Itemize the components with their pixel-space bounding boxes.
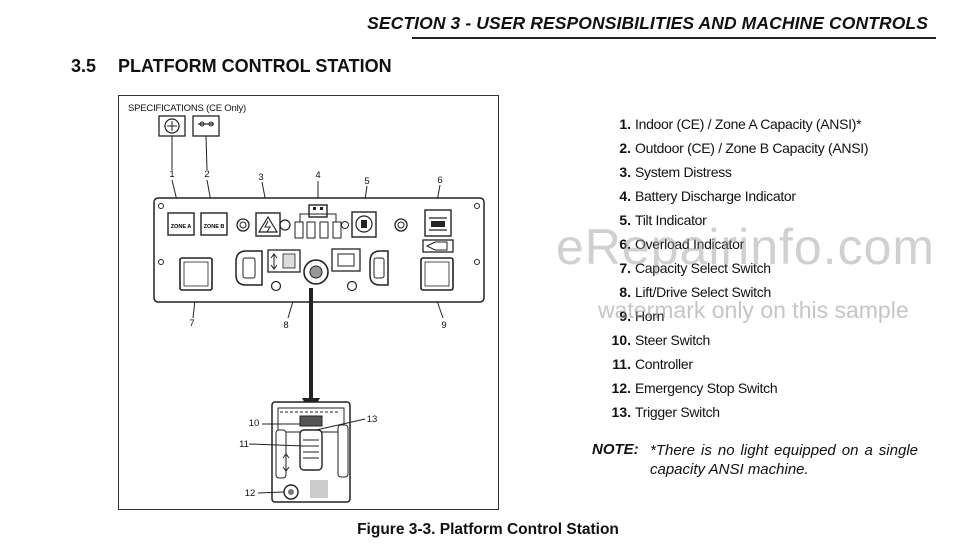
lift-drive-select-area	[235, 248, 389, 292]
zone-a-light: ZONE A	[167, 212, 195, 236]
callout-12: 12	[245, 488, 256, 499]
callout-9: 9	[441, 320, 446, 331]
legend-item: 12.Emergency Stop Switch	[611, 380, 778, 396]
zone-b-text: ZONE B	[204, 224, 225, 230]
callout-11: 11	[239, 439, 249, 450]
legend-item: 11.Controller	[612, 356, 693, 372]
section-header-title: SECTION 3 - USER RESPONSIBILITIES AND MA…	[367, 13, 928, 33]
callout-5: 5	[364, 176, 369, 187]
watermark-sub: watermark only on this sample	[598, 297, 909, 323]
callout-13: 13	[367, 414, 378, 425]
system-distress-icon	[255, 212, 281, 237]
outdoor-spec-icon	[192, 115, 220, 137]
callout-3: 3	[258, 172, 263, 183]
header-rule	[412, 37, 936, 39]
note-text: *There is no light equipped on a single …	[650, 442, 918, 478]
legend-item: 5.Tilt Indicator	[619, 212, 707, 228]
watermark-main: eRepairinfo.com	[556, 219, 936, 275]
callout-1: 1	[169, 169, 174, 180]
callout-7: 7	[189, 318, 194, 329]
callout-2: 2	[204, 169, 209, 180]
section-number: 3.5	[71, 56, 97, 76]
legend-item: 4.Battery Discharge Indicator	[619, 188, 796, 204]
battery-discharge-indicator	[294, 204, 342, 239]
callout-legend-list: 1.Indoor (CE) / Zone A Capacity (ANSI)* …	[598, 114, 869, 426]
legend-item: 6.Overload Indicator	[619, 236, 744, 252]
legend-item: 2.Outdoor (CE) / Zone B Capacity (ANSI)	[619, 140, 869, 156]
zone-a-text: ZONE A	[171, 224, 192, 230]
figure-caption: Figure 3-3. Platform Control Station	[357, 521, 619, 538]
callout-6: 6	[437, 175, 442, 186]
controller-detail	[271, 401, 351, 503]
overload-indicator-icon	[424, 209, 452, 237]
horn-icon	[422, 239, 454, 253]
horn-button	[420, 257, 454, 291]
section-title: PLATFORM CONTROL STATION	[118, 56, 392, 76]
legend-item: 8.Lift/Drive Select Switch	[619, 284, 771, 300]
indoor-spec-icon	[158, 115, 186, 137]
tilt-indicator-icon	[351, 211, 377, 238]
legend-item: 9.Horn	[619, 308, 665, 324]
callout-8: 8	[283, 320, 288, 331]
legend-item: 1.Indoor (CE) / Zone A Capacity (ANSI)*	[619, 116, 862, 132]
note-label: NOTE:	[592, 441, 639, 458]
zone-b-light: ZONE B	[200, 212, 228, 236]
legend-item: 13.Trigger Switch	[611, 404, 721, 420]
legend-item: 7.Capacity Select Switch	[619, 260, 771, 276]
specifications-label: SPECIFICATIONS (CE Only)	[128, 103, 247, 114]
callout-4: 4	[315, 170, 320, 181]
legend-item: 10.Steer Switch	[611, 332, 711, 348]
capacity-select-switch	[179, 257, 213, 291]
callout-10: 10	[249, 418, 260, 429]
legend-item: 3.System Distress	[619, 164, 732, 180]
figure-frame	[118, 95, 499, 510]
